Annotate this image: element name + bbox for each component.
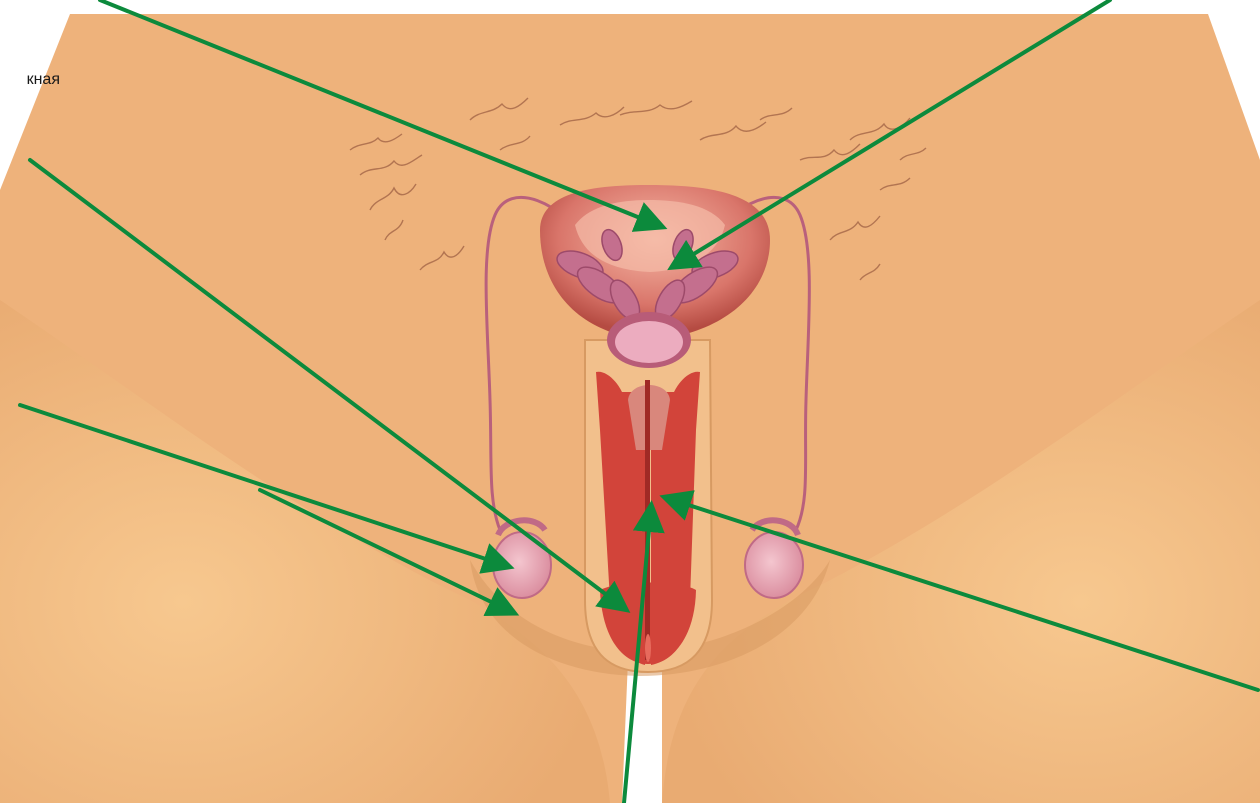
corpus-cavernosum	[596, 372, 700, 665]
urethral-opening	[645, 634, 651, 662]
partial-label: кная	[0, 70, 60, 90]
prostate	[607, 312, 691, 368]
groin-gap	[622, 660, 662, 803]
